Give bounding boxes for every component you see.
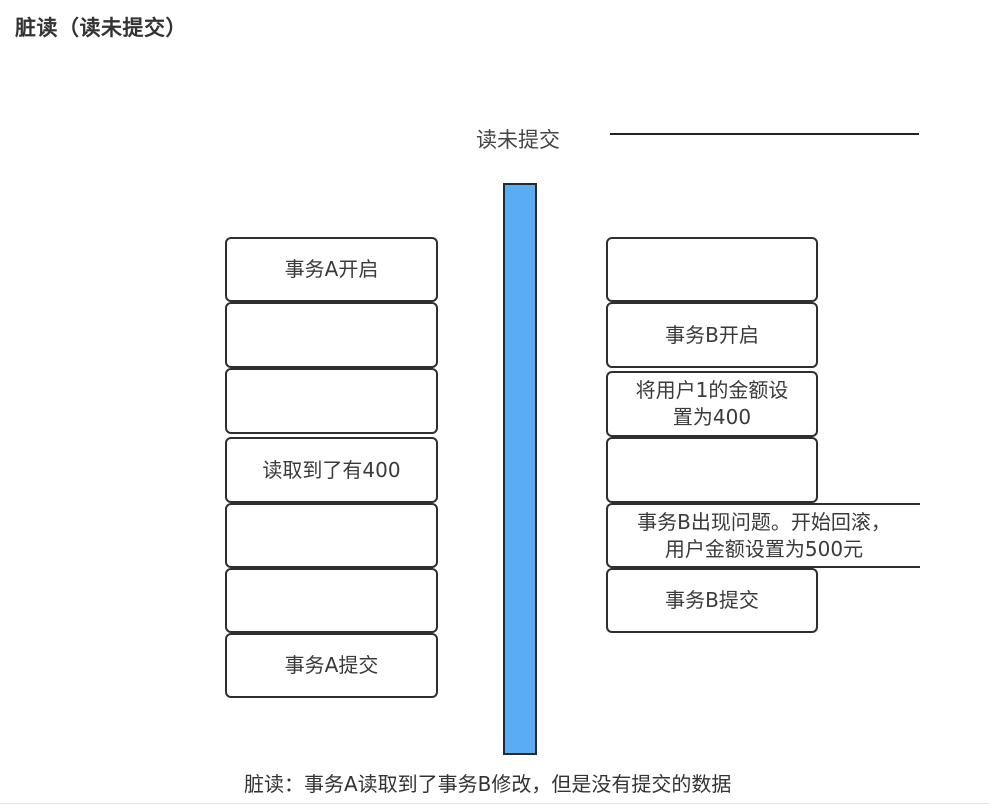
transaction-a-step-2 (225, 302, 438, 368)
diagram-caption: 脏读：事务A读取到了事务B修改，但是没有提交的数据 (244, 772, 732, 796)
transaction-b-step-3: 将用户1的金额设置为400 (606, 371, 818, 437)
transaction-a-step-4: 读取到了有400 (225, 437, 438, 503)
page-title: 脏读（读未提交） (15, 16, 187, 40)
transaction-b-step-5: 事务B出现问题。开始回滚，用户金额设置为500元 (606, 503, 920, 568)
timeline-label: 读未提交 (476, 128, 560, 152)
bottom-divider (0, 803, 989, 804)
transaction-a-step-1: 事务A开启 (225, 237, 438, 302)
transaction-b-step-1 (606, 237, 818, 302)
transaction-a-step-6 (225, 568, 438, 633)
transaction-b-step-6: 事务B提交 (606, 568, 818, 633)
transaction-a-step-7: 事务A提交 (225, 633, 438, 698)
transaction-b-step-4 (606, 437, 818, 503)
transaction-b-step-2: 事务B开启 (606, 302, 818, 368)
timeline-arrow-line (610, 133, 919, 135)
time-axis-bar (503, 183, 537, 755)
transaction-a-step-3 (225, 368, 438, 434)
transaction-a-step-5 (225, 503, 438, 568)
